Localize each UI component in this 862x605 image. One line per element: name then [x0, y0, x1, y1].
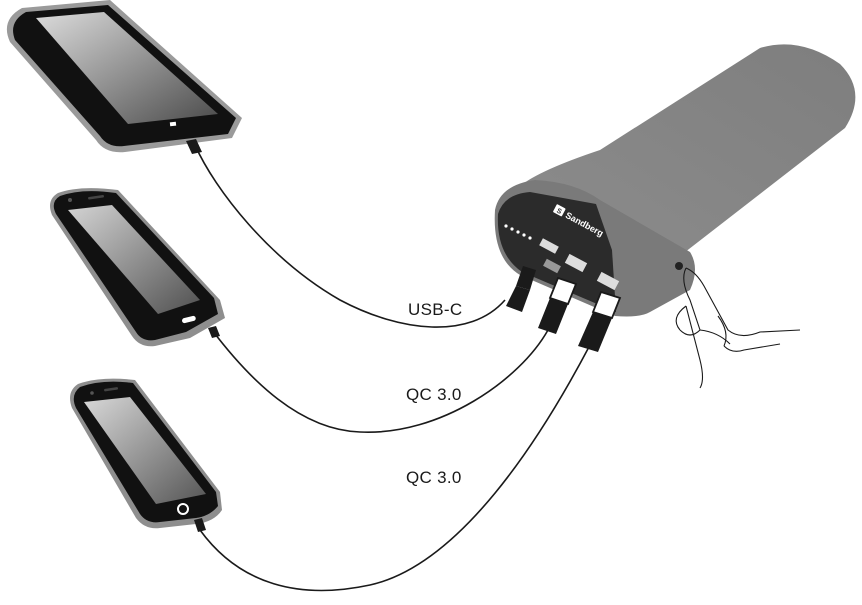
phone-2-screen — [68, 205, 200, 314]
qc-label-2: QC 3.0 — [406, 468, 462, 487]
phone-1-home-button — [169, 121, 177, 127]
power-button — [675, 262, 683, 270]
phone-2-home-button — [182, 315, 196, 324]
phone-3-screen — [84, 397, 206, 504]
qc-label-1: QC 3.0 — [406, 385, 462, 404]
phone-3 — [70, 378, 222, 532]
cables — [194, 144, 591, 592]
hand-icon — [675, 267, 801, 389]
usb-ports — [539, 238, 620, 291]
usb-c-cable — [194, 144, 506, 328]
plugs — [506, 266, 622, 352]
usb-c-label: USB-C — [408, 300, 463, 319]
svg-text:S: S — [555, 208, 563, 217]
phone-1-screen — [36, 12, 218, 124]
phone-1 — [6, 0, 242, 154]
powerbank: S Sandberg — [494, 44, 856, 317]
phone-2 — [50, 188, 225, 347]
qc-cable-2 — [199, 344, 591, 592]
phone-3-home-button — [177, 503, 189, 515]
qc-cable-1 — [211, 329, 549, 433]
led-indicators — [504, 224, 532, 240]
